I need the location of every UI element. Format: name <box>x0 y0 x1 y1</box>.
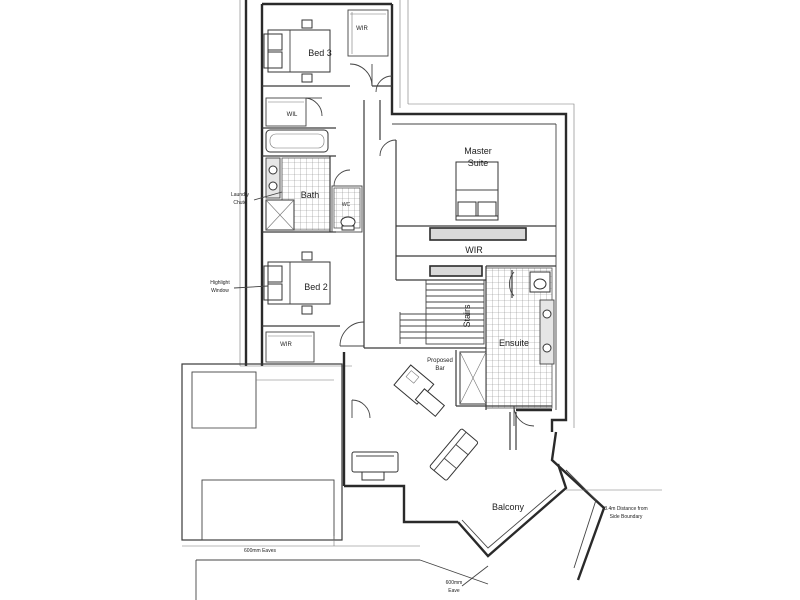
highlight-window-arrow <box>233 285 269 289</box>
hallway <box>363 100 397 348</box>
side-distance-note-line1: 3.4m Distance from <box>604 506 647 512</box>
front-eave-note-line2: Eave <box>448 588 460 594</box>
laundry-chute-arrow <box>253 191 283 201</box>
living-walls <box>342 352 552 524</box>
balcony-label: Balcony <box>492 502 525 512</box>
laundry-chute-note-line1: Laundry <box>231 192 250 198</box>
bed3-wir-label: WIR <box>356 26 368 32</box>
stairs-label: Stairs <box>462 304 472 328</box>
bed2-room <box>262 251 365 363</box>
staircase <box>364 279 486 349</box>
wc-label: WC <box>342 202 351 208</box>
highlight-window-note-line2: Window <box>211 288 229 294</box>
bed2-label: Bed 2 <box>304 282 328 292</box>
bed3-room <box>262 9 393 93</box>
master-suite-room <box>396 161 556 281</box>
side-eaves-note: 600mm Eaves <box>244 548 276 554</box>
side-distance-note-line2: Side Boundary <box>610 514 643 520</box>
wil-room <box>265 97 323 127</box>
laundry-chute-note-line2: Chute <box>233 200 247 206</box>
bath-room <box>262 127 363 233</box>
highlight-window-note-line1: Highlight <box>210 280 230 286</box>
front-eave-note-line1: 600mm <box>446 580 463 586</box>
master-wir-label: WIR <box>465 245 483 255</box>
roof-outline <box>181 363 489 600</box>
balcony <box>457 431 662 581</box>
ensuite-room <box>456 265 556 427</box>
wil-label: WIL <box>287 112 298 118</box>
proposed-bar-label-line2: Bar <box>435 366 444 372</box>
bed3-label: Bed 3 <box>308 48 332 58</box>
bath-label: Bath <box>301 190 320 200</box>
ensuite-label: Ensuite <box>499 338 529 348</box>
bed2-wir-label: WIR <box>280 342 292 348</box>
master-suite-label-line1: Master <box>464 146 492 156</box>
living-area <box>351 350 517 481</box>
proposed-bar-label-line1: Proposed <box>427 358 453 364</box>
exterior-walls <box>239 0 575 432</box>
master-suite-label-line2: Suite <box>468 158 489 168</box>
